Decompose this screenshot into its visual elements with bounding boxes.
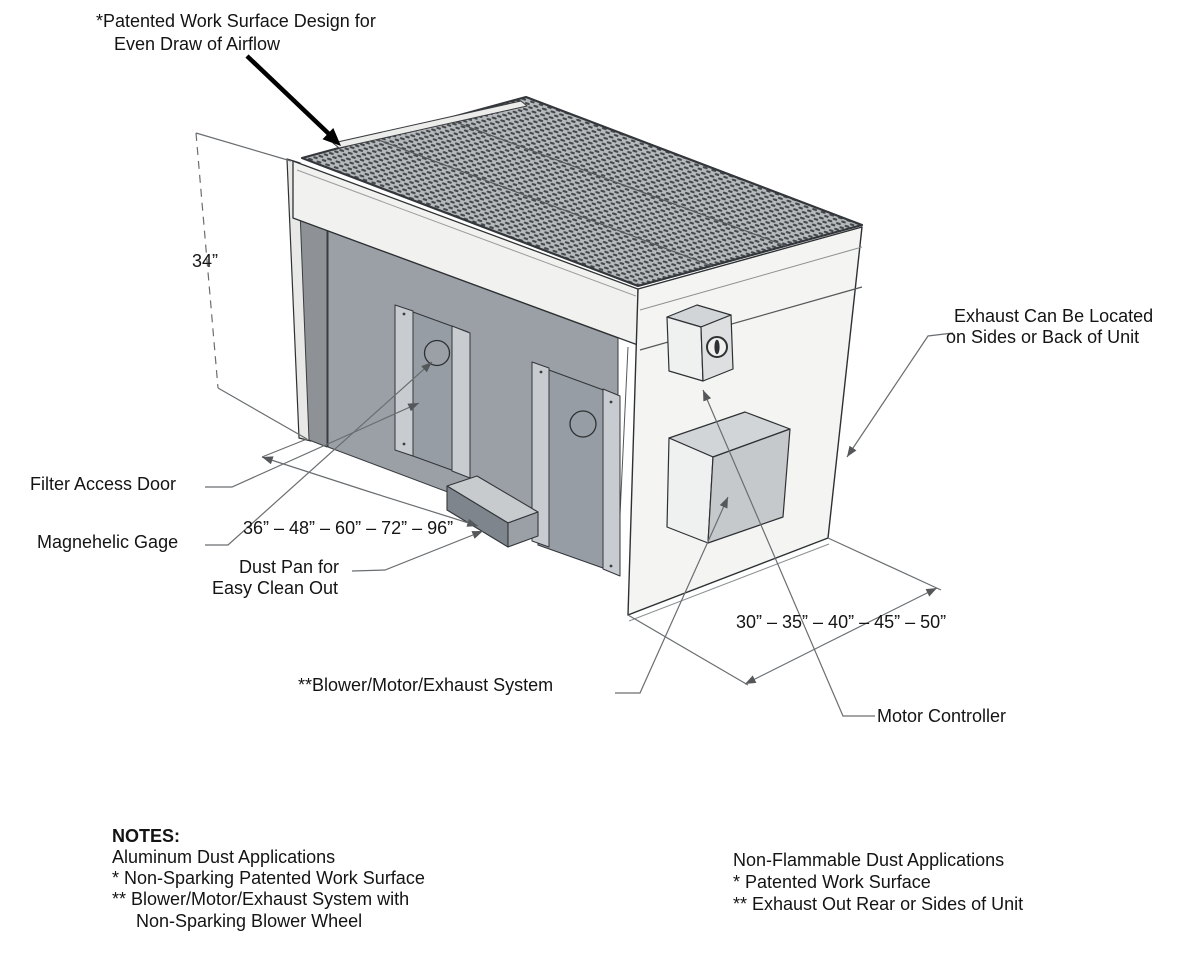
notes-right-line1: Non-Flammable Dust Applications <box>733 850 1005 870</box>
door-stile <box>602 388 621 577</box>
dust-pan-label-line1: Dust Pan for <box>238 557 340 577</box>
depth-dimension-label: 30” – 35” – 40” – 45” – 50” <box>736 612 947 632</box>
leader-lines <box>205 332 954 717</box>
door-2-port <box>569 410 597 438</box>
depth-dim-line <box>744 635 842 685</box>
height-dimension-label: 34” <box>192 251 219 271</box>
blower-system-label: **Blower/Motor/Exhaust System <box>298 675 554 695</box>
notes-right-line2: * Patented Work Surface <box>733 872 931 892</box>
magnehelic-gage-label: Magnehelic Gage <box>37 532 179 552</box>
motor-controller-label: Motor Controller <box>877 706 1007 726</box>
exhaust-label-line2: on Sides or Back of Unit <box>946 327 1140 347</box>
motor-controller-leader <box>702 389 875 717</box>
blower-leader <box>615 496 729 694</box>
exhaust-leader <box>846 332 954 458</box>
magnehelic-gage-port <box>423 339 451 367</box>
dust-pan-label-line2: Easy Clean Out <box>211 578 339 598</box>
width-dim-line <box>261 456 371 493</box>
notes-left-line1: Aluminum Dust Applications <box>112 847 336 867</box>
grate-rim-rail <box>332 100 528 149</box>
filter-door-leader <box>205 402 420 488</box>
patented-surface-arrow <box>245 54 341 146</box>
booth-body <box>286 95 864 622</box>
notes-left-line4: Non-Sparking Blower Wheel <box>136 911 363 931</box>
exhaust-label-line1: Exhaust Can Be Located <box>954 306 1154 326</box>
door-stile <box>531 361 550 548</box>
notes-left-line2: * Non-Sparking Patented Work Surface <box>112 868 425 888</box>
notes-left-line3: ** Blower/Motor/Exhaust System with <box>112 889 410 909</box>
door-stile <box>451 325 471 479</box>
notes-right-line3: ** Exhaust Out Rear or Sides of Unit <box>733 894 1024 914</box>
dust-pan-leader <box>351 530 484 572</box>
patented-surface-label-line2: Even Draw of Airflow <box>114 34 281 54</box>
width-dimension-label: 36” – 48” – 60” – 72” – 96” <box>243 518 454 538</box>
work-surface-grate <box>300 95 864 288</box>
height-dim-line <box>195 132 219 389</box>
dimension-lines <box>195 132 942 686</box>
dust-pan <box>446 475 539 548</box>
filter-access-door-label: Filter Access Door <box>30 474 177 494</box>
magnehelic-leader <box>205 361 433 546</box>
patented-surface-label-line1: *Patented Work Surface Design for <box>96 11 376 31</box>
filter-access-door-1 <box>394 304 471 479</box>
blower-motor-box <box>666 411 791 544</box>
filter-access-door-2 <box>531 361 621 577</box>
motor-controller-box <box>666 304 734 382</box>
notes-heading: NOTES: <box>112 826 181 846</box>
door-stile <box>394 304 414 457</box>
